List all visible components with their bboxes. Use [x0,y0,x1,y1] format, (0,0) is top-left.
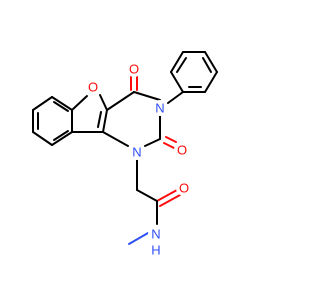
pyrimidine-ring-bonds [102,91,161,147]
carbonyl-bonds [130,75,177,149]
atom-h-amide: H [151,243,160,258]
atom-o-mid: O [177,143,187,158]
atom-labels: O O N O N O N H [85,61,192,258]
furan-ring-bonds [71,94,108,133]
molecule-structure-diagram: O O N O N O N H [32,51,218,258]
atom-o-amide: O [179,181,189,196]
sidechain-bonds [128,157,181,245]
atom-o-top: O [129,62,139,77]
benzene-ring-bonds [32,96,73,146]
atom-n-amide: N [151,227,160,242]
atom-n3: N [155,101,164,116]
atom-o-furan: O [88,80,98,95]
atom-n1: N [132,145,141,160]
phenyl-ring-bonds [167,51,218,104]
